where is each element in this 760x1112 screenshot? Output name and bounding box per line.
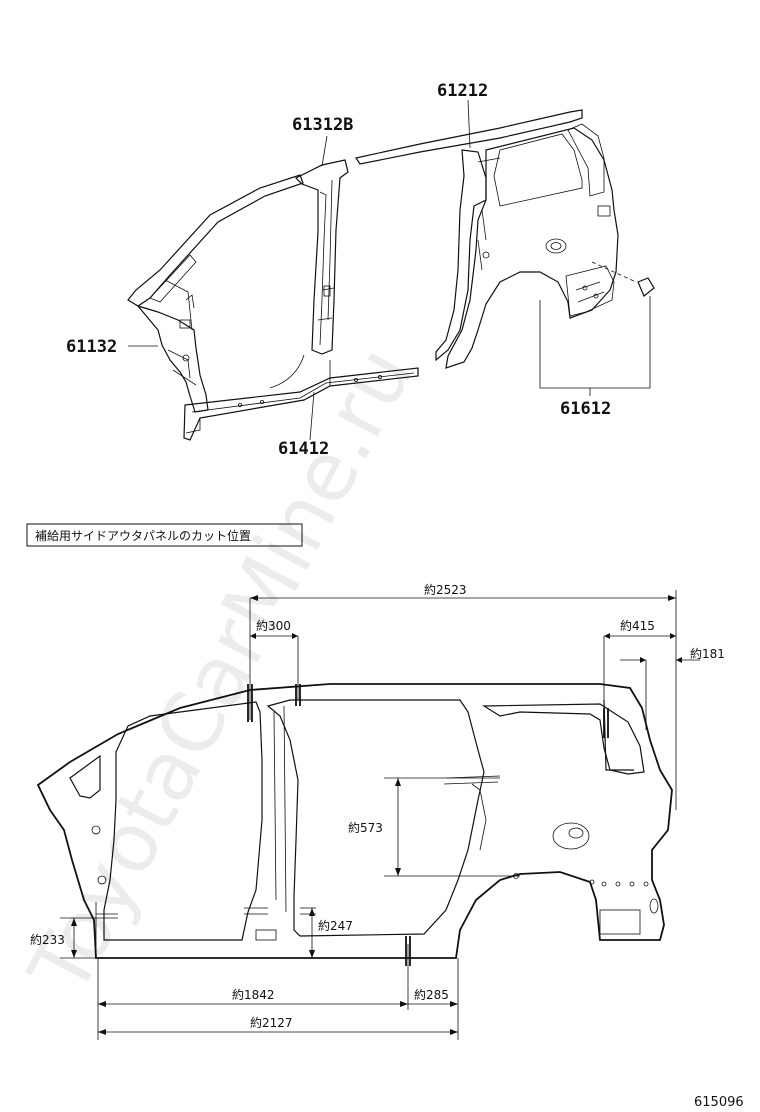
dim-front-cut: 約300 bbox=[256, 618, 291, 633]
dimension-lines bbox=[60, 590, 700, 1040]
rocker-panel-part bbox=[183, 354, 419, 441]
section-title-box bbox=[26, 523, 303, 547]
watermark: ToyotaCarMine.ru bbox=[11, 332, 432, 1010]
roof-rail-and-quarter-part bbox=[355, 109, 655, 369]
part-label-61412: 61412 bbox=[278, 439, 329, 459]
part-label-61312b: 61312B bbox=[292, 115, 353, 135]
dim-lower-total: 約2127 bbox=[250, 1015, 293, 1030]
dim-front-height: 約233 bbox=[30, 932, 65, 947]
dim-quarter-height: 約573 bbox=[348, 820, 383, 835]
dim-rocker-height: 約247 bbox=[318, 918, 353, 933]
dim-lower-b: 約285 bbox=[414, 987, 449, 1002]
dim-rear-offset: 約181 bbox=[690, 646, 725, 661]
dim-lower-a: 約1842 bbox=[232, 987, 275, 1002]
front-pillar-part bbox=[127, 174, 304, 413]
center-pillar-part bbox=[294, 159, 349, 355]
dim-rear-cut: 約415 bbox=[620, 618, 655, 633]
cut-position-section: 補給用サイドアウタパネルのカット位置 bbox=[26, 523, 725, 1040]
part-label-61612: 61612 bbox=[560, 399, 611, 419]
section-title: 補給用サイドアウタパネルのカット位置 bbox=[35, 528, 251, 543]
side-panel-outline bbox=[36, 683, 673, 959]
exploded-view: 61212 61312B 61132 61412 61612 bbox=[66, 81, 655, 459]
part-label-61132: 61132 bbox=[66, 337, 117, 357]
dim-total-upper: 約2523 bbox=[424, 582, 467, 597]
drawing-code: 615096 bbox=[694, 1095, 744, 1110]
part-label-61212: 61212 bbox=[437, 81, 488, 101]
leader-lines bbox=[128, 99, 651, 441]
